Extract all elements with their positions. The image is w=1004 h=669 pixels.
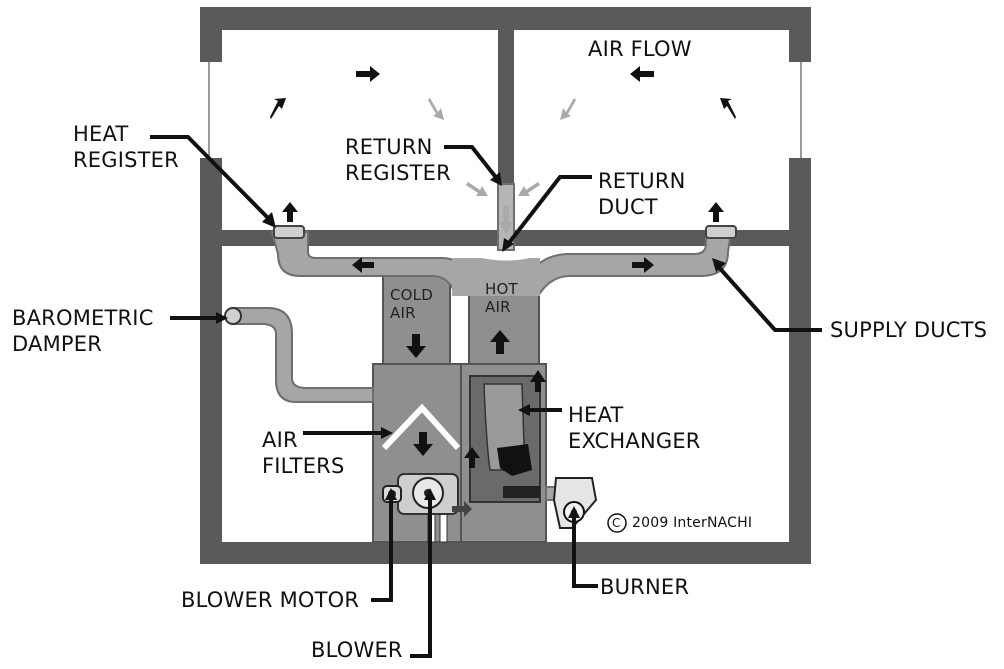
- arrow-icon: [356, 66, 380, 82]
- air-filters-label: AIR FILTERS: [262, 427, 345, 479]
- return-register-line-1: RETURN: [345, 135, 433, 159]
- heat-register-right: [705, 225, 737, 239]
- heat-exchanger-line-2: EXCHANGER: [568, 429, 701, 453]
- arrow-icon: [708, 202, 724, 222]
- hot-air-line-2: AIR: [485, 298, 511, 316]
- arrowhead-icon: [568, 506, 580, 518]
- return-register-label: RETURN REGISTER: [345, 134, 451, 186]
- arrowhead-icon: [502, 238, 514, 252]
- cold-air-label: COLD AIR: [390, 286, 433, 322]
- leader-blower: [410, 496, 432, 658]
- return-duct-line-2: DUCT: [598, 195, 658, 219]
- burner-label: BURNER: [600, 575, 690, 599]
- return-register-line-2: REGISTER: [345, 161, 451, 185]
- callout-arrowheads: [216, 172, 726, 518]
- air-filter-v: [381, 403, 461, 451]
- arrowhead-icon: [518, 404, 530, 416]
- arrowhead-icon: [712, 258, 726, 272]
- copyright-circle-icon: [607, 513, 627, 533]
- basement-floor: [200, 542, 811, 564]
- arrow-icon: [428, 98, 444, 120]
- leader-burner: [572, 514, 598, 588]
- heat-register-line-1: HEAT: [73, 122, 129, 146]
- leader-return-register: [444, 145, 500, 182]
- heat-register-line-2: REGISTER: [73, 148, 179, 172]
- arrow-icon: [630, 66, 654, 82]
- arrowhead-icon: [262, 212, 276, 228]
- air-filters-line-1: AIR: [262, 428, 298, 452]
- furnace-left-cabinet: [372, 363, 464, 543]
- arrowhead-icon: [490, 172, 502, 186]
- copyright-text: 2009 InterNACHI: [632, 515, 753, 531]
- supply-ducts-label: SUPPLY DUCTS: [830, 318, 988, 342]
- arrow-icon: [352, 257, 374, 273]
- arrow-icon: [560, 98, 576, 120]
- copyright-symbol: C: [612, 516, 621, 530]
- barometric-damper-flue: [231, 307, 374, 403]
- burner-flame: [497, 444, 532, 476]
- arrow-icon: [282, 202, 298, 222]
- heat-exchanger-line-1: HEAT: [568, 403, 624, 427]
- blower-label: BLOWER: [311, 638, 403, 662]
- arrow-icon: [499, 206, 513, 234]
- arrow-icon: [406, 334, 426, 358]
- burner-nozzle: [503, 486, 540, 498]
- hot-air-label: HOT AIR: [485, 280, 518, 316]
- light-arrows: [428, 98, 576, 234]
- arrow-icon: [518, 182, 540, 196]
- hot-air-line-1: HOT: [485, 280, 518, 298]
- arrow-icon: [632, 257, 654, 273]
- leader-heat-register: [150, 135, 274, 224]
- arrow-icon: [466, 182, 488, 196]
- cold-air-line-2: AIR: [390, 304, 416, 322]
- return-duct-label: RETURN DUCT: [598, 168, 686, 220]
- dark-arrows: [270, 66, 736, 517]
- arrow-icon: [530, 370, 546, 392]
- barometric-damper: [224, 307, 242, 325]
- interior-wall: [498, 30, 514, 230]
- air-filters-line-2: FILTERS: [262, 454, 345, 478]
- arrowhead-icon: [381, 427, 393, 439]
- return-duct-junction: [477, 253, 535, 261]
- blower-motor-label: BLOWER MOTOR: [181, 588, 360, 612]
- arrow-icon: [464, 447, 480, 468]
- right-wall-upper: [789, 30, 811, 62]
- hot-air-trunk: [452, 258, 540, 296]
- arrow-icon: [452, 501, 472, 517]
- roof-wall: [200, 7, 811, 30]
- furnace-leg: [439, 512, 448, 543]
- return-duct-line-1: RETURN: [598, 169, 686, 193]
- heat-register-label: HEAT REGISTER: [73, 121, 179, 173]
- arrow-icon: [270, 98, 286, 119]
- callout-lines: [150, 135, 822, 658]
- leader-blower-motor: [371, 495, 393, 602]
- air-flow-label: AIR FLOW: [588, 37, 692, 61]
- right-wall-lower: [789, 158, 811, 544]
- left-wall-upper: [200, 30, 222, 62]
- arrow-icon: [720, 98, 736, 119]
- arrow-icon: [490, 330, 510, 354]
- leader-return-duct: [503, 175, 592, 250]
- left-wall-lower: [200, 158, 222, 544]
- barometric-damper-label: BAROMETRIC DAMPER: [12, 305, 154, 357]
- arrowhead-icon: [424, 488, 436, 500]
- arrowhead-icon: [216, 312, 228, 324]
- heat-exchanger-label: HEAT EXCHANGER: [568, 402, 701, 454]
- heat-register-left: [273, 225, 305, 239]
- cold-air-line-1: COLD: [390, 286, 433, 304]
- arrowhead-icon: [385, 488, 397, 500]
- arrow-icon: [413, 432, 433, 456]
- leader-supply-ducts: [714, 262, 822, 332]
- barometric-damper-line-2: DAMPER: [12, 332, 103, 356]
- barometric-damper-line-1: BAROMETRIC: [12, 306, 154, 330]
